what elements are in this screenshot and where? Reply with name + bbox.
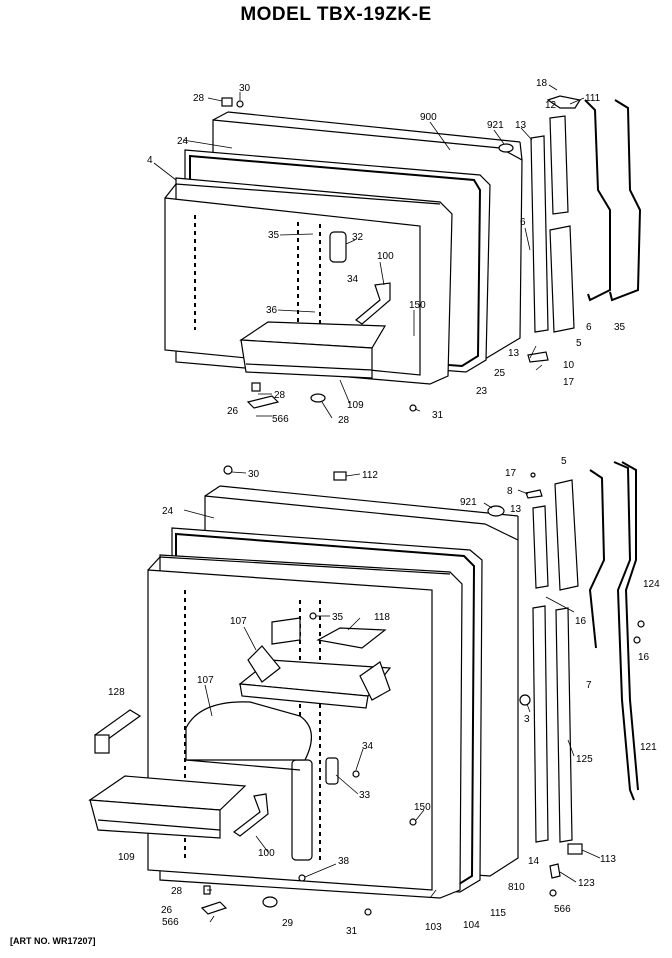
label: 29	[282, 918, 294, 929]
label: 13	[515, 120, 527, 131]
label: 26	[161, 905, 173, 916]
label: 34	[347, 274, 359, 285]
label: 123	[578, 878, 595, 889]
bottom-door-assembly	[88, 461, 645, 916]
label: 26	[227, 406, 239, 417]
label: 31	[346, 926, 358, 937]
label: 921	[460, 497, 477, 508]
label: 109	[347, 400, 364, 411]
label: 6	[520, 217, 526, 228]
label: 32	[352, 232, 364, 243]
label: 8	[507, 486, 513, 497]
label: 34	[362, 741, 374, 752]
label: 12	[545, 100, 557, 111]
label: 107	[197, 675, 214, 686]
label: 16	[638, 652, 650, 663]
leader-lines	[153, 84, 601, 923]
label: 30	[239, 83, 251, 94]
callout-labels-top: 28 30 24 900 921 18 12 111 13 4 35 32 34…	[147, 78, 626, 426]
label: 128	[108, 687, 125, 698]
label: 35	[614, 322, 626, 333]
label: 100	[258, 848, 275, 859]
label: 566	[554, 904, 571, 915]
label: 38	[338, 856, 350, 867]
label: 7	[586, 680, 592, 691]
label: 16	[575, 616, 587, 627]
label: 30	[248, 469, 260, 480]
label: 24	[177, 136, 189, 147]
label: 115	[490, 908, 506, 919]
label: 107	[230, 616, 247, 627]
label: 125	[576, 754, 593, 765]
label: 6	[586, 322, 592, 333]
label: 36	[266, 305, 278, 316]
label: 31	[432, 410, 444, 421]
label: 111	[585, 93, 601, 104]
label: 28	[338, 415, 350, 426]
label: 17	[563, 377, 575, 388]
label: 14	[528, 856, 540, 867]
label: 124	[643, 579, 660, 590]
label: 100	[377, 251, 394, 262]
label: 921	[487, 120, 504, 131]
label: 17	[505, 468, 517, 479]
label: 118	[374, 612, 390, 623]
label: 5	[561, 456, 567, 467]
label: 5	[576, 338, 582, 349]
label: 566	[272, 414, 289, 425]
page-title: MODEL TBX-19ZK-E	[240, 4, 432, 25]
label: 113	[600, 854, 616, 865]
label: 112	[362, 470, 378, 481]
label: 3	[524, 714, 530, 725]
label: 150	[409, 300, 426, 311]
label: 121	[640, 742, 657, 753]
art-number: [ART NO. WR17207]	[10, 936, 96, 946]
label: 24	[162, 506, 174, 517]
label: 28	[274, 390, 286, 401]
label: 25	[494, 368, 506, 379]
label: 35	[332, 612, 344, 623]
label: 13	[508, 348, 520, 359]
label: 18	[536, 78, 548, 89]
label: 35	[268, 230, 280, 241]
label: 10	[563, 360, 575, 371]
label: 4	[147, 155, 153, 166]
label: 566	[162, 917, 179, 928]
label: 900	[420, 112, 437, 123]
top-door-assembly	[164, 95, 642, 412]
label: 13	[510, 504, 522, 515]
label: 810	[508, 882, 525, 893]
callout-labels-bottom: 30 112 17 5 24 921 8 13 107 35 118 16 12…	[108, 456, 660, 937]
label: 104	[463, 920, 480, 931]
label: 28	[171, 886, 183, 897]
label: 23	[476, 386, 488, 397]
label: 103	[425, 922, 442, 933]
label: 33	[359, 790, 371, 801]
label: 28	[193, 93, 205, 104]
label: 150	[414, 802, 431, 813]
label: 109	[118, 852, 135, 863]
